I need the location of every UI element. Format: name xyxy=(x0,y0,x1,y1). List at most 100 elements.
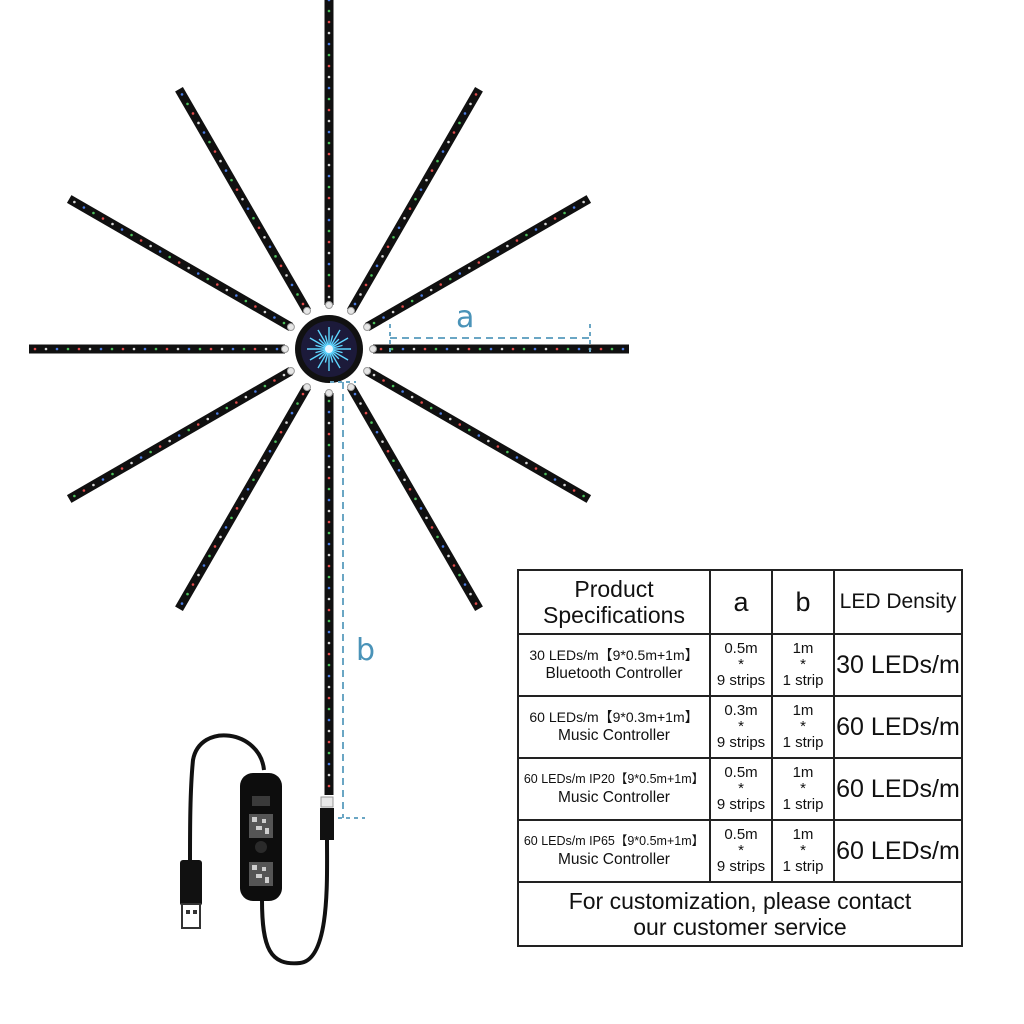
usb-cable xyxy=(188,733,266,863)
led-dot xyxy=(187,428,191,432)
led-dot xyxy=(327,465,331,469)
led-dot xyxy=(99,347,103,351)
led-dot xyxy=(88,347,92,351)
b-times: * xyxy=(800,718,806,735)
led-dot xyxy=(209,347,213,351)
power-cable xyxy=(260,839,330,966)
led-dot xyxy=(429,406,433,410)
strip-joint-icon xyxy=(347,383,355,392)
led-dot xyxy=(213,150,217,153)
led-dot xyxy=(414,497,417,501)
table-header-row: Product Specifications a b LED Density xyxy=(517,569,963,635)
led-dot xyxy=(327,641,331,645)
led-dot xyxy=(219,159,222,163)
model-name: 30 LEDs/m【9*0.5m+1m】 xyxy=(529,647,699,663)
led-dot xyxy=(327,86,331,90)
led-dot xyxy=(381,255,384,258)
led-dot xyxy=(235,188,239,191)
led-dot xyxy=(327,520,331,524)
led-dot xyxy=(445,347,449,351)
a-count: 9 strips xyxy=(716,796,766,813)
led-dot xyxy=(408,487,412,491)
led-dot xyxy=(66,347,70,351)
led-dot xyxy=(477,434,481,437)
led-dot xyxy=(390,347,394,351)
header-led-density: LED Density xyxy=(833,569,963,635)
led-dot xyxy=(477,261,481,264)
led-dot xyxy=(274,440,277,443)
led-dot xyxy=(244,395,248,399)
strip-joint-icon xyxy=(303,306,311,315)
led-dot xyxy=(149,450,152,454)
led-dot xyxy=(33,347,37,351)
led-dot xyxy=(327,108,331,112)
a-count: 9 strips xyxy=(716,734,766,751)
led-dot xyxy=(414,197,417,201)
b-length: 1m xyxy=(792,826,814,843)
model-cell: 60 LEDs/m IP20【9*0.5m+1m】 Music Controll… xyxy=(517,757,711,821)
led-dot xyxy=(327,163,331,167)
led-dot xyxy=(252,478,255,482)
led-dot xyxy=(359,402,362,405)
led-dot xyxy=(474,93,478,96)
led-dot xyxy=(487,439,490,443)
led-dot xyxy=(522,347,526,351)
density-cell: 60 LEDs/m xyxy=(833,819,963,883)
led-dot xyxy=(263,384,267,388)
led-dot xyxy=(327,119,331,123)
led-dot xyxy=(55,347,59,351)
led-dot xyxy=(386,449,390,453)
led-dot xyxy=(327,586,331,590)
led-dot xyxy=(296,402,299,405)
b-length: 1m xyxy=(792,702,814,719)
led-dot xyxy=(412,347,416,351)
led-dot xyxy=(77,347,81,351)
led-dot xyxy=(187,347,191,351)
led-dot xyxy=(327,207,331,211)
led-dot xyxy=(327,498,331,502)
density-cell: 30 LEDs/m xyxy=(833,633,963,697)
led-dot xyxy=(275,347,279,351)
led-dot xyxy=(327,196,331,200)
led-dot xyxy=(439,412,443,415)
led-dot xyxy=(327,454,331,458)
strip-joint-icon xyxy=(347,306,355,315)
led-dot xyxy=(213,545,217,548)
controller-type: Music Controller xyxy=(558,851,670,868)
b-count: 1 strip xyxy=(782,672,824,689)
led-dot xyxy=(208,140,211,144)
led-dot xyxy=(177,434,181,437)
led-dot xyxy=(224,169,228,172)
led-dot xyxy=(372,373,376,377)
led-dot xyxy=(301,302,305,306)
led-dot xyxy=(496,250,500,253)
led-dot xyxy=(254,305,257,308)
led-dot xyxy=(186,592,189,596)
led-dot xyxy=(425,516,428,520)
led-dot xyxy=(397,226,401,230)
led-dot xyxy=(429,288,433,292)
led-dot xyxy=(327,652,331,656)
a-count: 9 strips xyxy=(716,858,766,875)
led-dot xyxy=(463,583,467,586)
led-dot xyxy=(448,417,452,421)
a-cell: 0.5m * 9 strips xyxy=(709,757,773,821)
led-dot xyxy=(254,390,257,393)
led-dot xyxy=(448,277,452,281)
led-dot xyxy=(544,472,547,476)
led-dot xyxy=(111,222,114,226)
led-dot xyxy=(263,459,266,463)
led-dot xyxy=(327,399,331,403)
led-dot xyxy=(392,235,395,239)
led-dot xyxy=(206,417,210,421)
led-dot xyxy=(391,310,395,314)
led-dot xyxy=(273,379,276,382)
led-dot xyxy=(441,545,445,548)
led-dot xyxy=(327,575,331,579)
led-dot xyxy=(458,423,462,426)
remote-controller-icon xyxy=(240,773,282,901)
led-dot xyxy=(246,487,250,491)
led-dot xyxy=(197,121,200,125)
a-length: 0.3m xyxy=(724,702,758,719)
